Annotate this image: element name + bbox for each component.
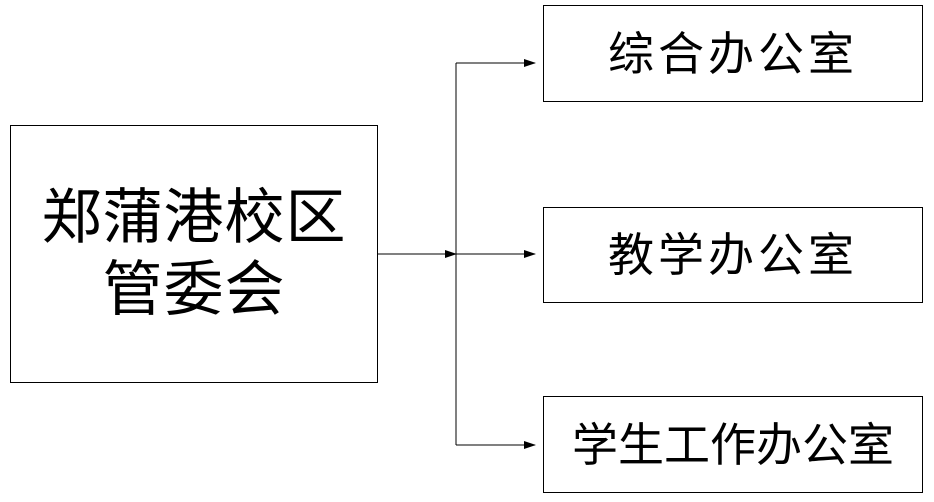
- root-node-box: 郑蒲港校区 管委会: [10, 125, 378, 383]
- child-node-label-1: 综合办公室: [608, 26, 858, 81]
- child-node-box-2: 教学办公室: [543, 207, 923, 303]
- root-node-label: 郑蒲港校区 管委会: [41, 183, 347, 325]
- child-node-box-3: 学生工作办公室: [543, 396, 923, 493]
- child-node-label-2: 教学办公室: [608, 228, 858, 282]
- child-node-label-3: 学生工作办公室: [572, 417, 894, 472]
- child-node-box-1: 综合办公室: [543, 5, 923, 102]
